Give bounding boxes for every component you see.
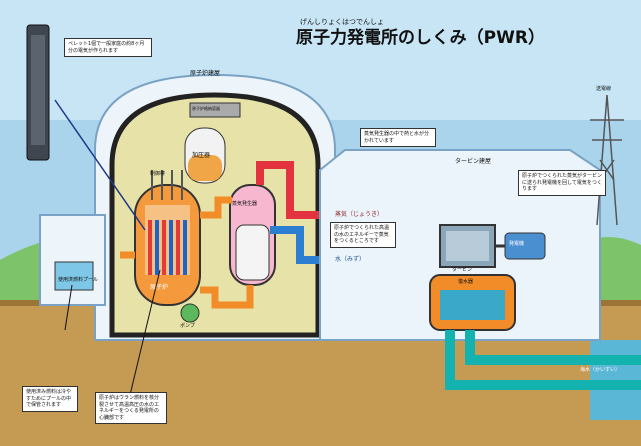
callout-fission: 原子炉はウラン燃料を核分裂させて高温高圧の水のエネルギーをつくる発電所の心臓部で… xyxy=(95,392,167,424)
label-pump: ポンプ xyxy=(180,323,195,329)
callout-sg-role: 蒸気発生器の中で熱と水が分かれています xyxy=(360,128,436,147)
callout-fuel-pool: 使用済み燃料は冷やすためにプールの中で保管されます xyxy=(22,386,78,412)
primary-loop-lower xyxy=(200,285,254,309)
fuel-rods xyxy=(148,220,187,275)
label-turbine: タービン xyxy=(452,267,473,273)
label-reactor: 原子炉 xyxy=(150,284,169,291)
seawater-line xyxy=(465,330,641,365)
label-steam-pipe: 蒸気（じょうき） xyxy=(335,211,384,218)
callout-pellet: ペレット1個で一般家庭の約8ヶ月分の電気が作られます xyxy=(64,38,152,57)
label-containment: 原子炉格納容器 xyxy=(192,106,220,111)
label-control-rod: 制御棒 xyxy=(150,171,166,177)
spent-fuel-pool xyxy=(54,261,94,291)
label-fuel-pool: 使用済燃料プール xyxy=(58,277,99,283)
control-rod-drives xyxy=(151,170,183,200)
spent-fuel-building xyxy=(39,214,106,306)
callout-turbine-steam: 原子炉でつくられた蒸気がタービンに送られ発電機を回して電気をつくります xyxy=(518,170,606,196)
label-seawater: 海水（かいすい） xyxy=(580,367,621,373)
label-tower: 送電線 xyxy=(596,86,612,92)
label-pressurizer: 加圧器 xyxy=(192,152,211,159)
label-water-pipe: 水（みず） xyxy=(335,256,366,263)
callout-heat-energy: 原子炉でつくられた高温の水のエネルギーで蒸気をつくるところです xyxy=(330,222,396,248)
label-steam-generator: 蒸気発生器 xyxy=(232,201,258,207)
label-generator: 発電機 xyxy=(509,241,525,247)
sky-upper xyxy=(0,0,641,120)
primary-loop-upper xyxy=(200,196,232,219)
label-reactor-building: 原子炉建屋 xyxy=(190,70,221,77)
label-turbine-building: タービン建屋 xyxy=(455,158,492,165)
coolant-pump xyxy=(180,303,200,323)
title-ruby: げんしりょくはつでんしょ xyxy=(300,18,384,26)
label-condenser: 復水器 xyxy=(458,279,474,285)
page-title: 原子力発電所のしくみ（PWR） xyxy=(296,28,545,48)
